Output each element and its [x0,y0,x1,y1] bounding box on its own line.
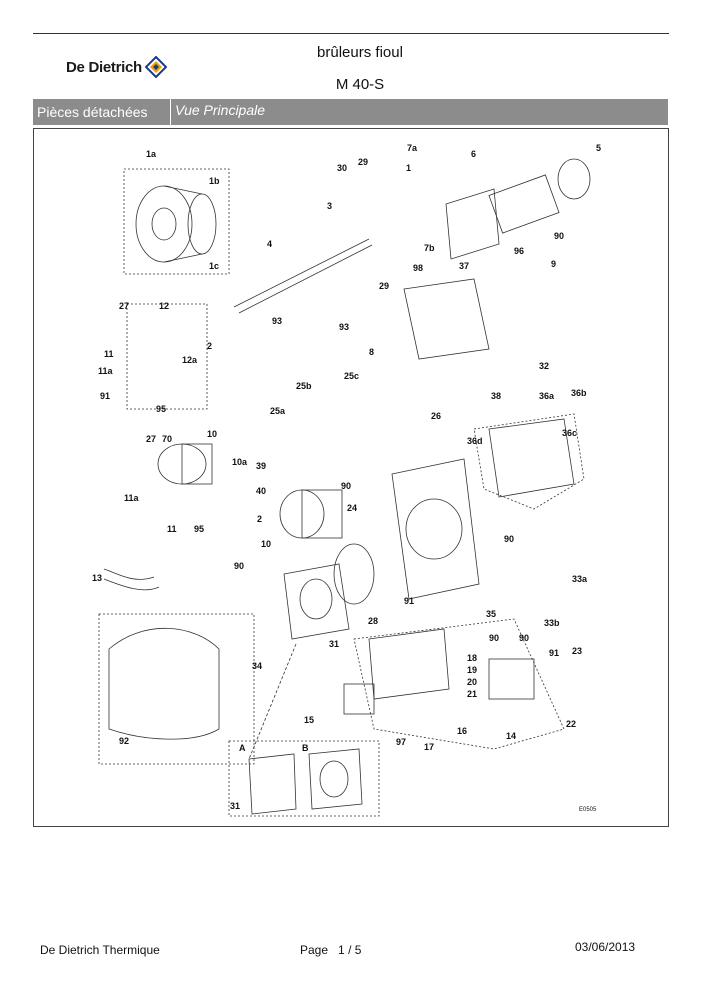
diamond-logo-icon [144,56,167,78]
part-callout-36a: 36a [539,391,555,401]
part-callout-98: 98 [413,263,423,273]
part-callout-7a: 7a [407,143,418,153]
part-callout-6: 6 [471,149,476,159]
part-callout-5: 5 [596,143,601,153]
part-callout-23: 23 [572,646,582,656]
part-callout-20: 20 [467,677,477,687]
part-callout-36c: 36c [562,428,577,438]
part-callout-a: A [239,743,246,753]
part-callout-95: 95 [156,404,166,414]
part-callout-38: 38 [491,391,501,401]
part-callout-34: 34 [252,661,262,671]
section-band: Pièces détachées Vue Principale [33,99,668,125]
part-callout-90: 90 [341,481,351,491]
part-callout-31: 31 [329,639,339,649]
part-callout-96: 96 [514,246,524,256]
part-callout-28: 28 [368,616,378,626]
part-callout-16: 16 [457,726,467,736]
page-total: 5 [354,943,362,957]
top-rule [33,33,669,34]
part-callout-24: 24 [347,503,357,513]
part-callout-10: 10 [207,429,217,439]
part-callout-93: 93 [272,316,282,326]
part-callout-92: 92 [119,736,129,746]
part-callout-26: 26 [431,411,441,421]
part-callout-91: 91 [404,596,414,606]
part-callout-25b: 25b [296,381,312,391]
part-callout-31: 31 [230,801,240,811]
part-callout-b: B [302,743,309,753]
part-callout-33a: 33a [572,574,588,584]
part-callout-25a: 25a [270,406,286,416]
part-callout-27: 27 [146,434,156,444]
part-callout-4: 4 [267,239,272,249]
part-callout-30: 30 [337,163,347,173]
part-callout-97: 97 [396,737,406,747]
brand-logo: De Dietrich [66,56,167,78]
part-callout-21: 21 [467,689,477,699]
view-label: Vue Principale [175,102,266,118]
part-callout-91: 91 [100,391,110,401]
part-callout-7b: 7b [424,243,435,253]
part-callout-1c: 1c [209,261,219,271]
part-callout-15: 15 [304,715,314,725]
part-callout-3: 3 [327,201,332,211]
part-callout-18: 18 [467,653,477,663]
page-separator: / [348,943,352,957]
part-callout-2: 2 [207,341,212,351]
part-callout-29: 29 [379,281,389,291]
part-callout-90: 90 [519,633,529,643]
category-label: Pièces détachées [33,99,171,125]
part-callout-1: 1 [406,163,411,173]
part-callout-10: 10 [261,539,271,549]
part-callout-90: 90 [489,633,499,643]
part-callout-95: 95 [194,524,204,534]
brand-name: De Dietrich [66,58,142,76]
part-callout-14: 14 [506,731,516,741]
part-callout-19: 19 [467,665,477,675]
part-callout-9: 9 [551,259,556,269]
part-callout-32: 32 [539,361,549,371]
part-callout-93: 93 [339,322,349,332]
part-callout-39: 39 [256,461,266,471]
part-callout-90: 90 [234,561,244,571]
part-callout-11a: 11a [124,493,140,503]
part-callout-1a: 1a [146,149,157,159]
part-callout-90: 90 [554,231,564,241]
part-callout-27: 27 [119,301,129,311]
part-callout-13: 13 [92,573,102,583]
part-callout-11a: 11a [98,366,114,376]
part-callout-29: 29 [358,157,368,167]
part-callout-2: 2 [257,514,262,524]
part-callout-36d: 36d [467,436,483,446]
part-callout-22: 22 [566,719,576,729]
part-callout-17: 17 [424,742,434,752]
part-callout-36b: 36b [571,388,587,398]
model-title: M 40-S [335,76,385,93]
part-callout-35: 35 [486,609,496,619]
page-label: Page [300,943,329,957]
part-callout-90: 90 [504,534,514,544]
footer-company: De Dietrich Thermique [40,943,160,957]
part-callout-40: 40 [256,486,266,496]
part-callout-25c: 25c [344,371,359,381]
part-callout-91: 91 [549,648,559,658]
part-callout-10a: 10a [232,457,248,467]
part-callout-1b: 1b [209,176,220,186]
part-callout-12a: 12a [182,355,198,365]
part-callout-12: 12 [159,301,169,311]
part-callout-70: 70 [162,434,172,444]
part-callout-33b: 33b [544,618,560,628]
product-line-title: brûleurs fioul [317,44,403,61]
footer-pagination: Page 1 / 5 [300,943,361,957]
part-callout-11: 11 [167,524,177,534]
part-callout-37: 37 [459,261,469,271]
footer-date: 03/06/2013 [575,940,636,954]
part-callout-11: 11 [104,349,114,359]
page-number: 1 [338,943,345,957]
part-callout-8: 8 [369,347,374,357]
drawing-code: E0505 [579,807,597,813]
